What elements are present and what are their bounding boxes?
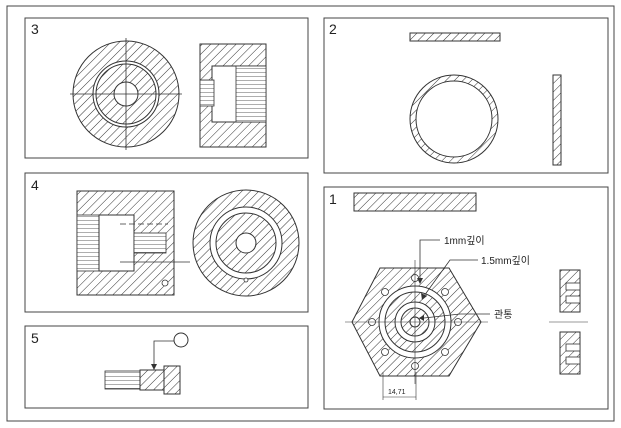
panel-2-top-strip — [409, 32, 501, 42]
panel-4-end-view — [192, 189, 300, 297]
panel-2-frame — [323, 17, 609, 174]
panel-3-section-view — [199, 43, 267, 148]
panel-1-side-views — [549, 269, 588, 375]
panel-2-side-strip — [552, 74, 562, 166]
panel-1-hex-nut — [345, 260, 488, 384]
panel-2: 2 — [323, 17, 609, 174]
panel-5-frame — [24, 325, 309, 409]
panel-1-frame — [323, 186, 609, 410]
panel-1: 1 1mm깊이 — [323, 186, 609, 410]
panel-5-bolt — [104, 332, 189, 395]
annotation-depth-1mm: 1mm깊이 — [444, 235, 485, 247]
panel-2-ring — [409, 74, 499, 164]
panel-2-number: 2 — [329, 21, 337, 37]
panel-3-end-view — [70, 38, 182, 150]
annotation-through-hole: 관통 — [494, 309, 512, 321]
panel-1-number: 1 — [329, 191, 337, 207]
panel-5-number: 5 — [31, 330, 39, 346]
panel-5: 5 — [24, 325, 309, 409]
panel-4-number: 4 — [31, 177, 39, 193]
panel-1-top-strip — [353, 192, 477, 212]
panel-3: 3 — [24, 17, 309, 159]
panel-3-number: 3 — [31, 21, 39, 37]
dimension-label: 14,71 — [388, 389, 406, 396]
panel-4-section-view — [76, 190, 190, 296]
panel-1-annotations: 1mm깊이 1.5mm깊이 관통 14,71 — [382, 235, 530, 400]
panel-4-frame — [24, 172, 309, 313]
panel-4: 4 — [24, 172, 309, 313]
panel-3-frame — [24, 17, 309, 159]
annotation-depth-1-5mm: 1.5mm깊이 — [481, 255, 530, 267]
sheet-border — [6, 5, 615, 422]
